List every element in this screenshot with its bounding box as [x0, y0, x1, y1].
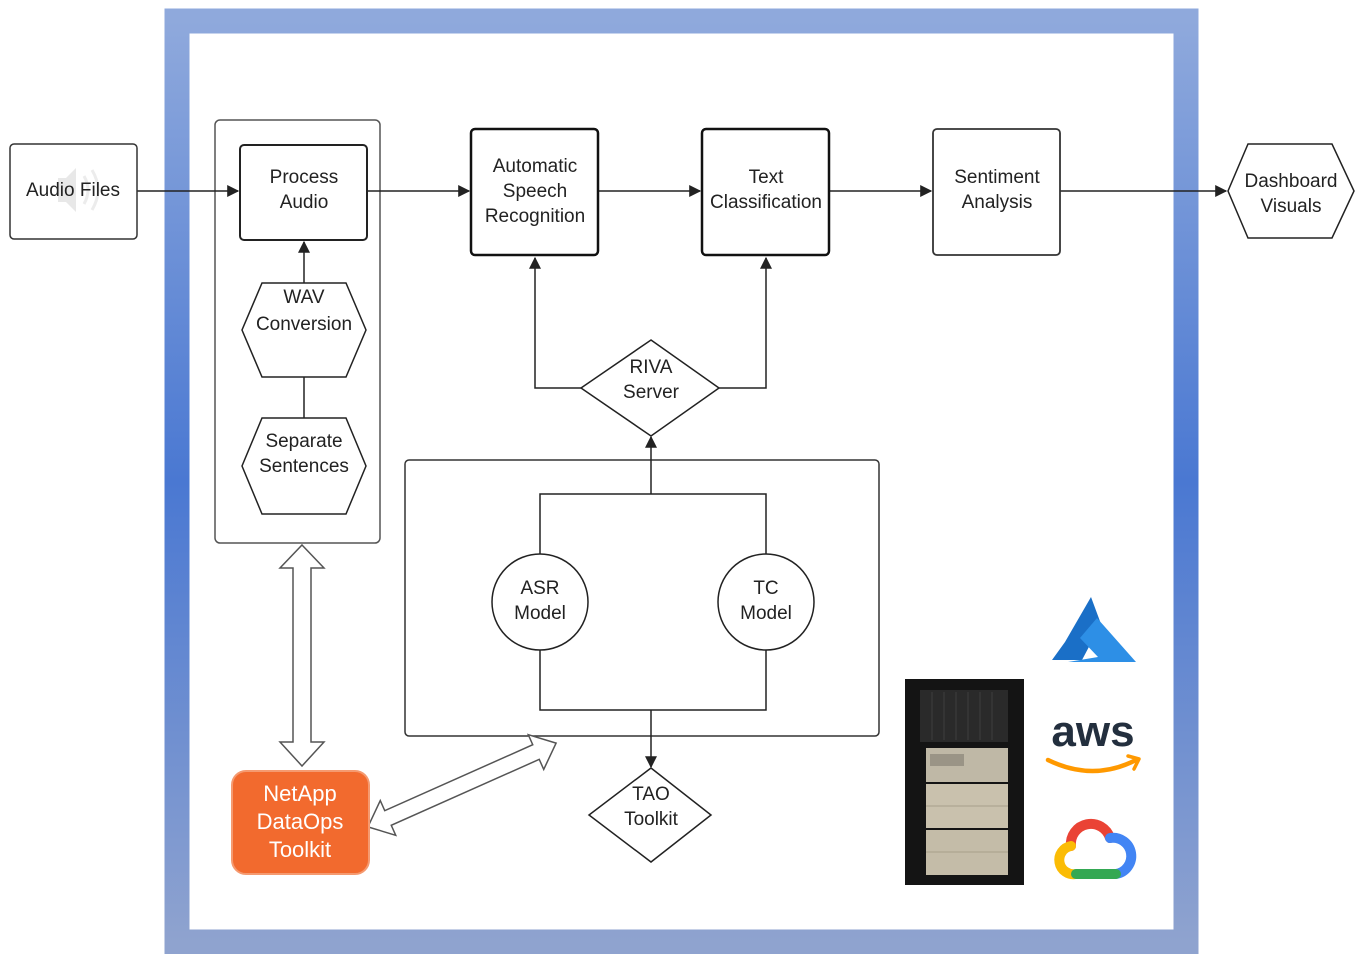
edge-riva-to-asr [529, 256, 581, 389]
aws-logo-text: aws [1051, 707, 1134, 756]
google-cloud-logo [1054, 818, 1137, 880]
preprocess-group [214, 119, 381, 544]
diagonal-double-arrow-icon [366, 733, 558, 837]
edge-riva-to-tc [719, 256, 772, 389]
sentiment-line2: Analysis [962, 192, 1033, 213]
riva-line2: Server [623, 382, 680, 403]
wav-conversion-node: WAV Conversion [241, 282, 367, 378]
tc-model-node: TC Model [717, 553, 815, 651]
riva-server-node: RIVA Server [579, 339, 721, 437]
server-rack-image [905, 679, 1024, 885]
process-audio-line2: Audio [280, 192, 329, 213]
separate-sentences-line1: Separate [265, 431, 342, 452]
outer-frame [164, 8, 1199, 954]
edge-models-bottom [539, 650, 767, 711]
process-audio-line1: Process [270, 167, 339, 188]
netapp-line3: Toolkit [269, 837, 331, 862]
separate-sentences-line2: Sentences [259, 456, 349, 477]
text-classification-line1: Text [749, 167, 785, 188]
text-classification-line2: Classification [710, 192, 822, 213]
edge-models-top [539, 493, 767, 554]
netapp-line1: NetApp [263, 781, 336, 806]
tc-model-line2: Model [740, 603, 792, 624]
aws-logo: aws [1045, 707, 1141, 774]
azure-logo [1052, 597, 1136, 662]
tao-toolkit-node: TAO Toolkit [587, 767, 713, 863]
audio-files-node: Audio Files [9, 143, 138, 240]
tao-line1: TAO [632, 784, 670, 805]
separate-sentences-node: Separate Sentences [241, 417, 367, 515]
sentiment-line1: Sentiment [954, 167, 1040, 188]
wav-conversion-line1: WAV [283, 287, 324, 308]
netapp-line2: DataOps [257, 809, 344, 834]
asr-line1: Automatic [493, 156, 577, 177]
asr-model-line2: Model [514, 603, 566, 624]
asr-model-node: ASR Model [491, 553, 589, 651]
wav-conversion-line2: Conversion [256, 314, 352, 335]
vertical-double-arrow-icon [278, 543, 326, 768]
asr-line2: Speech [503, 181, 567, 202]
dashboard-visuals-node: Dashboard Visuals [1227, 143, 1355, 239]
audio-files-label: Audio Files [26, 180, 120, 201]
dashboard-line2: Visuals [1261, 196, 1322, 217]
netapp-dataops-toolkit-node: NetApp DataOps Toolkit [231, 770, 370, 875]
model-group [404, 459, 880, 737]
sentiment-analysis-node: Sentiment Analysis [932, 128, 1061, 256]
text-classification-node: Text Classification [700, 127, 831, 257]
tc-model-line1: TC [753, 578, 778, 599]
riva-line1: RIVA [630, 357, 673, 378]
tao-line2: Toolkit [624, 809, 679, 830]
asr-model-line1: ASR [520, 578, 559, 599]
dashboard-line1: Dashboard [1245, 171, 1338, 192]
asr-line3: Recognition [485, 206, 585, 227]
sound-wave-icon [82, 169, 100, 211]
speaker-icon [58, 168, 76, 212]
process-audio-node: Process Audio [239, 144, 368, 241]
asr-node: Automatic Speech Recognition [469, 127, 600, 257]
